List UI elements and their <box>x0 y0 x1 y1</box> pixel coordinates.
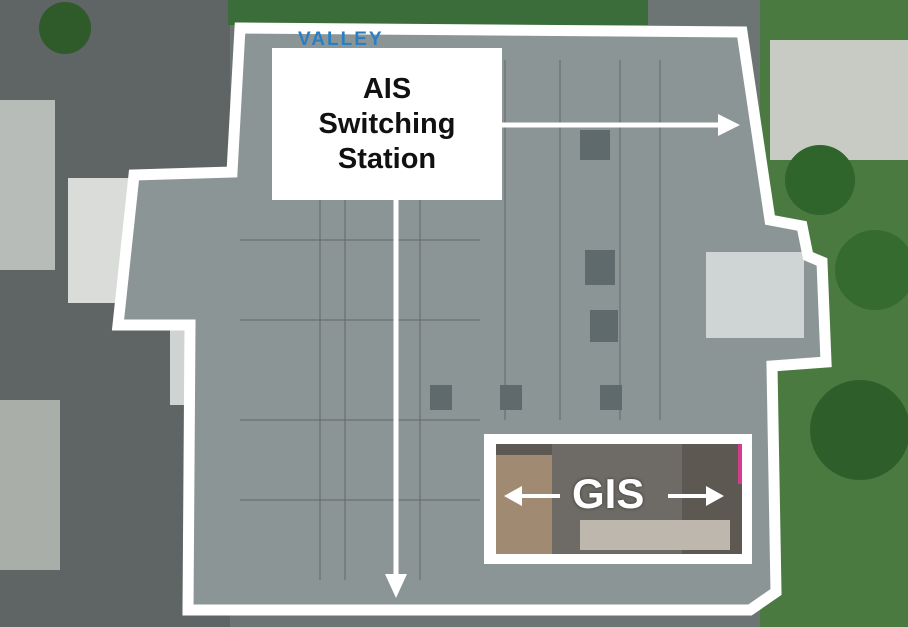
gis-arrows <box>504 486 724 506</box>
ais-label-line3: Station <box>337 142 437 175</box>
transformers <box>430 130 622 410</box>
roof-painting-text: VALLEY <box>298 29 384 50</box>
ais-arrows <box>385 114 740 598</box>
ais-label-line2: Switching <box>318 107 456 140</box>
ais-label-line1: AIS <box>362 72 412 105</box>
tree <box>39 2 91 54</box>
station-boundary-outline <box>111 22 832 616</box>
control-building <box>706 252 804 338</box>
gis-label: GIS <box>572 470 645 517</box>
ais-switching-station-label: AIS Switching Station <box>272 48 502 200</box>
